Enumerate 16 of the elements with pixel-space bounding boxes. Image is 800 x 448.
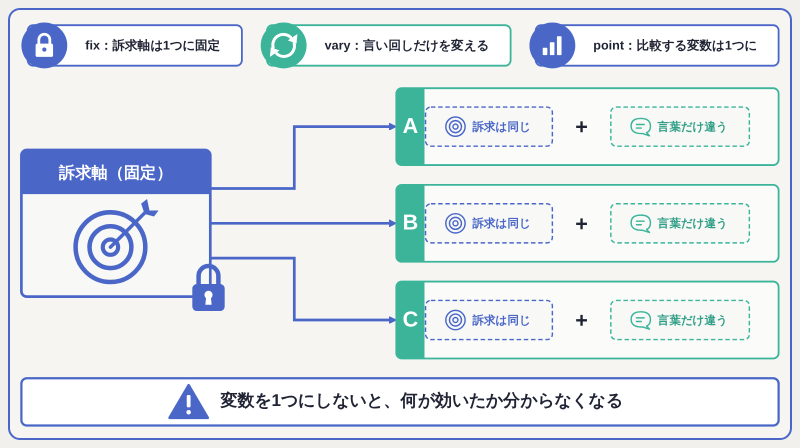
node-box: 言葉だけ違う	[610, 106, 750, 147]
node-box: 変数を1つにしないと、何が効いたか分からなくなる	[20, 377, 780, 427]
node-box: 訴求は同じ	[424, 106, 554, 147]
plus-sign: +	[575, 308, 588, 333]
node-box: 言葉だけ違う	[610, 203, 750, 244]
node-box: vary：言い回しだけを変える	[266, 24, 512, 67]
arrow	[210, 219, 397, 228]
arrow	[210, 256, 397, 324]
arrow	[210, 122, 397, 190]
node-box: 訴求は同じ	[424, 300, 554, 340]
node-box: fix：訴求軸は1つに固定	[26, 24, 243, 67]
plus-sign: +	[575, 114, 588, 140]
node-box: 言葉だけ違う	[610, 300, 750, 340]
plus-sign: +	[575, 210, 588, 236]
node-box: 訴求は同じ	[424, 203, 554, 244]
node-box: point：比較する変数は1つに	[534, 24, 780, 67]
